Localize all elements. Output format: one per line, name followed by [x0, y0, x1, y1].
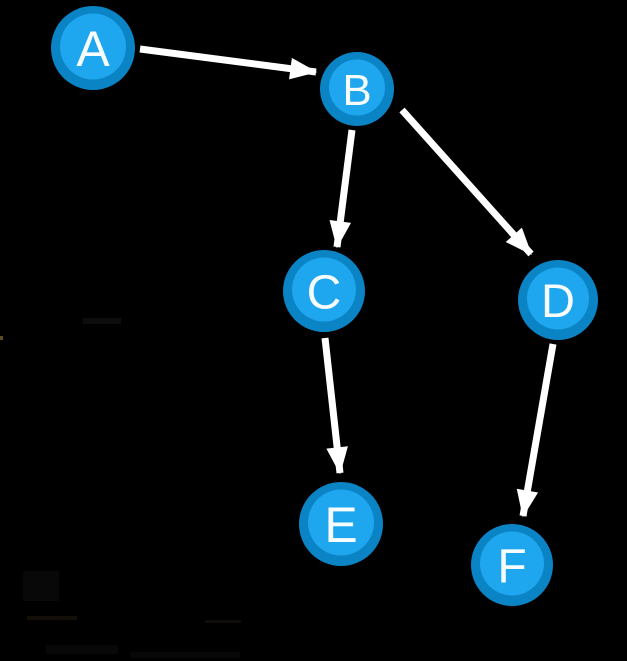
- node-F[interactable]: F: [471, 524, 553, 606]
- edge-C-E: [321, 337, 348, 475]
- node-fill: [527, 267, 589, 330]
- node-D[interactable]: D: [518, 260, 598, 340]
- nodes-layer: A B C D E F: [51, 6, 598, 606]
- edge-D-F: [516, 343, 557, 518]
- node-fill: [308, 489, 374, 556]
- node-fill: [60, 13, 126, 80]
- edge-A-B: [139, 45, 318, 80]
- node-B[interactable]: B: [320, 52, 394, 126]
- faint-smudge: [23, 571, 59, 601]
- node-E[interactable]: E: [299, 482, 383, 566]
- faint-smudge: [205, 620, 241, 623]
- faint-smudge: [130, 652, 240, 658]
- faint-smudge: [0, 336, 3, 340]
- edges-layer: [139, 45, 557, 518]
- edge-B-C: [329, 129, 356, 249]
- faint-smudge: [46, 645, 118, 654]
- node-fill: [292, 257, 356, 322]
- node-A[interactable]: A: [51, 6, 135, 90]
- node-C[interactable]: C: [283, 250, 365, 332]
- node-fill: [480, 531, 544, 596]
- node-fill: [329, 59, 385, 116]
- edge-B-D: [399, 107, 534, 257]
- faint-artifacts: [0, 318, 241, 658]
- faint-smudge: [83, 318, 121, 324]
- faint-smudge: [27, 616, 77, 620]
